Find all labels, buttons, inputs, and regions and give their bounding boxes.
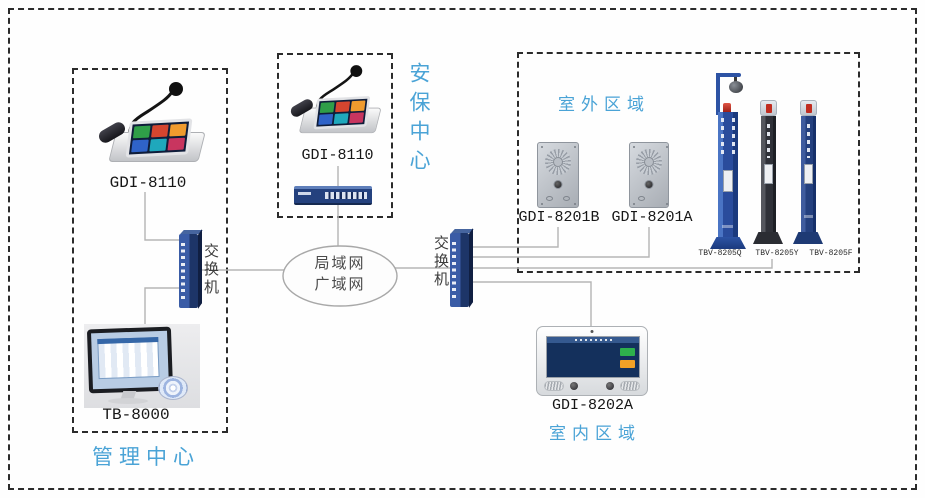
tower-base: [710, 237, 746, 249]
tower-intercom-panel: [764, 164, 773, 184]
zone-title-outdoor: 室外区域: [558, 95, 650, 114]
tower-intercom-panel: [723, 170, 733, 192]
beacon-light-icon: [723, 103, 731, 112]
door-station-b: [537, 142, 579, 208]
round-button-icon: [570, 382, 578, 390]
hangup-button-icon: [620, 360, 635, 368]
label-door-a: GDI-8201A: [611, 209, 693, 226]
camera-dot-icon: [590, 330, 594, 333]
label-tower-y: TBV-8205Y: [755, 249, 799, 258]
tower-body: [801, 116, 816, 232]
beacon-dome: [760, 100, 777, 116]
console-touchscreen: [125, 118, 193, 158]
beacon-light-icon: [805, 104, 812, 113]
tower-intercom-panel: [804, 164, 813, 184]
tower-badge: [722, 225, 733, 228]
terminal-title-text-marks: [575, 339, 613, 341]
tower-base: [793, 232, 823, 244]
outer-dashed-frame: [8, 8, 917, 490]
app-tile: [151, 124, 169, 138]
beacon-light-icon: [765, 104, 772, 113]
tower-text-stripe: [721, 118, 724, 158]
switch-ports: [181, 243, 185, 301]
call-button-icon: [644, 180, 654, 189]
app-tile: [350, 100, 366, 112]
speaker-grille-icon: [545, 149, 571, 175]
label-indoor-panel: GDI-8202A: [551, 397, 633, 414]
switch-mgmt: [179, 234, 198, 308]
label-tower-f: TBV-8205F: [809, 249, 853, 258]
app-tile: [333, 113, 349, 125]
app-tile: [131, 139, 149, 153]
tower-body: [761, 116, 776, 232]
paging-console-mgmt: [96, 76, 216, 174]
camera-pole: [716, 73, 720, 115]
label-tower-q: TBV-8205Q: [698, 249, 742, 258]
label-switch-mgmt: 交换机: [202, 243, 218, 297]
app-tile: [318, 113, 334, 125]
app-tile: [167, 137, 186, 151]
speaker-grille-icon: [636, 149, 662, 175]
app-tile: [319, 102, 335, 114]
dome-camera-icon: [729, 81, 743, 93]
switch-logo: [298, 192, 311, 195]
terminal-screen: [546, 336, 640, 378]
app-tile: [132, 125, 151, 139]
switch-ports: [452, 242, 456, 300]
label-switch-core: 交换机: [432, 235, 448, 289]
zone-title-indoor: 室内区域: [549, 424, 641, 443]
screws: [541, 146, 543, 148]
door-station-a: [629, 142, 669, 208]
tower-text-stripe: [732, 118, 735, 158]
zone-title-security: 安保中心: [407, 62, 431, 178]
tower-badge: [804, 215, 813, 218]
app-tile: [335, 101, 351, 113]
indoor-terminal: [536, 326, 648, 396]
camera-mount: [734, 77, 737, 82]
console-touchscreen: [313, 96, 371, 130]
tower-text-stripe: [807, 124, 810, 158]
answer-button-icon: [620, 348, 635, 356]
app-tile: [149, 138, 167, 152]
label-console-mgmt: GDI-8110: [109, 174, 187, 192]
panel-mark: [563, 196, 570, 201]
label-door-b: GDI-8201B: [518, 209, 600, 226]
monitor-screen: [91, 330, 169, 390]
paging-console-security: [288, 60, 390, 143]
screws: [633, 146, 635, 148]
label-console-security: GDI-8110: [301, 147, 374, 164]
round-button-icon: [606, 382, 614, 390]
switch-core: [450, 233, 469, 307]
tower-text-stripe: [767, 124, 770, 158]
speaker-grille-icon: [544, 381, 564, 391]
monitor-stand-base: [108, 398, 148, 404]
switch-security: [294, 186, 372, 205]
camera-arm: [716, 73, 741, 77]
switch-ports: [325, 192, 367, 199]
panel-mark: [546, 196, 553, 201]
network-cloud-label: 局域网 广域网: [283, 254, 397, 296]
zone-box-management: [72, 68, 228, 433]
label-server-mgmt: TB-8000: [102, 406, 170, 424]
zone-box-outdoor: [517, 52, 860, 273]
call-button-icon: [553, 180, 563, 189]
software-cd-icon: [158, 376, 188, 400]
cloud-lan-text: 局域网: [314, 256, 366, 272]
tower-base: [753, 232, 783, 244]
beacon-dome: [800, 100, 817, 116]
zone-box-security: [277, 53, 393, 218]
panel-mark: [638, 196, 645, 201]
app-tile: [169, 123, 187, 137]
tower-body: [718, 112, 738, 238]
zone-title-management: 管理中心: [92, 445, 200, 469]
app-tile: [349, 112, 365, 124]
cloud-wan-text: 广域网: [314, 277, 366, 293]
speaker-grille-icon: [620, 381, 640, 391]
